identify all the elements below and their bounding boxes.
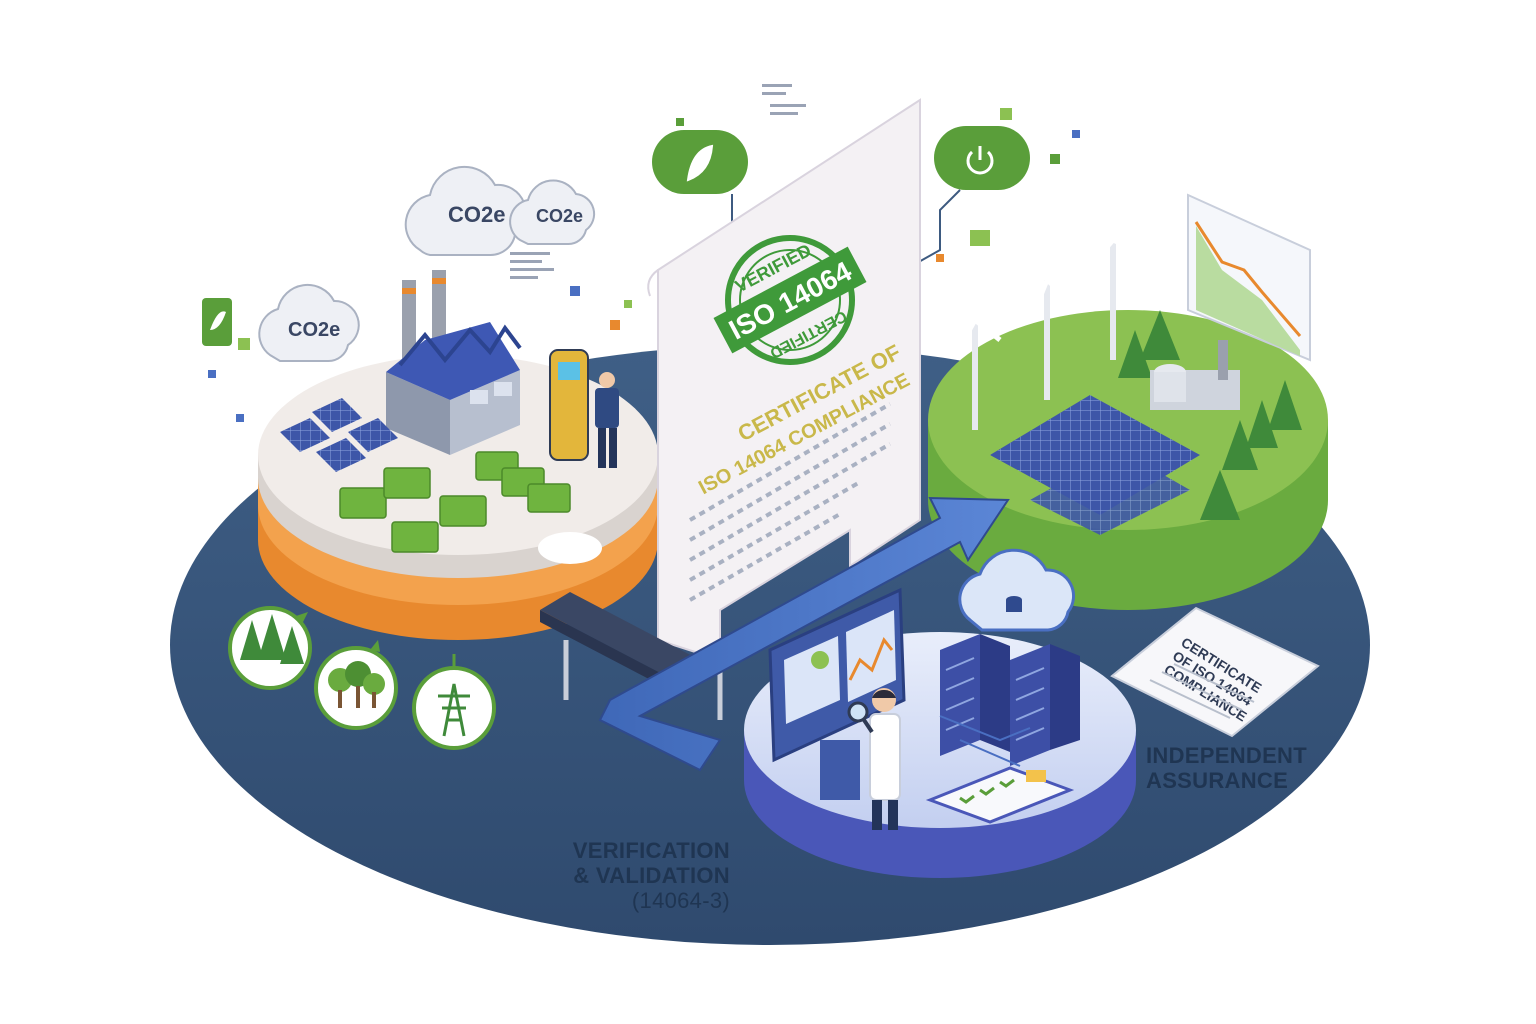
power-tower-bubble (412, 654, 496, 750)
forest (1118, 310, 1302, 520)
tree-icon (328, 661, 385, 708)
co2-label-3: CO2e (288, 319, 340, 341)
solar-panels-factory (280, 398, 398, 472)
co2-cloud-1: CO2e (404, 165, 527, 257)
assurance-label: INDEPENDENT ASSURANCE (1146, 743, 1346, 793)
trees-icon (240, 614, 304, 664)
trees-bubble (228, 606, 312, 690)
small-certificate: CERTIFICATE OF ISO 14064 COMPLIANCE (1110, 606, 1320, 738)
certificate-body-lines (688, 402, 892, 602)
industrial-plant (1150, 340, 1240, 410)
decorative-squares (202, 108, 1080, 422)
co2-label-1: CO2e (448, 202, 505, 227)
tree-bubble (314, 640, 398, 730)
magnifier-icon (847, 701, 874, 734)
wind-turbines (955, 195, 1142, 430)
co2-label-2: CO2e (536, 206, 583, 226)
process-arrow (598, 496, 1010, 772)
verification-line3: (14064-3) (631, 888, 730, 913)
power-icon (966, 146, 994, 175)
assurance-line2: ASSURANCE (1146, 768, 1289, 793)
verification-line2: & VALIDATION (573, 863, 730, 888)
assurance-line1: INDEPENDENT (1146, 743, 1307, 768)
cloud-database-icon (958, 548, 1076, 632)
co2-cloud-3: CO2e (258, 283, 360, 363)
verification-line1: VERIFICATION (572, 838, 730, 863)
measurement-terminal (549, 349, 619, 468)
server-racks (940, 634, 1080, 766)
leaf-icon (686, 144, 714, 182)
factory-building (386, 270, 522, 455)
analytics-dashboard (768, 587, 906, 800)
solar-farm (990, 395, 1200, 535)
power-bubble (907, 126, 1030, 269)
co2-cloud-2: CO2e (509, 179, 596, 246)
offset-bubbles (228, 606, 496, 750)
certificate-scroll: ISO 14064 VERIFIED CERTIFIED CERTIFICATE… (647, 98, 921, 662)
checklist-icon (925, 766, 1075, 824)
scientist (847, 688, 901, 830)
power-tower-icon (438, 683, 470, 737)
circuit-lines (939, 715, 1031, 767)
emissions-trend-chart (1187, 193, 1311, 362)
trucks (339, 451, 571, 553)
verification-label: VERIFICATION & VALIDATION (14064-3) (540, 838, 730, 913)
text-snippets (510, 84, 806, 279)
